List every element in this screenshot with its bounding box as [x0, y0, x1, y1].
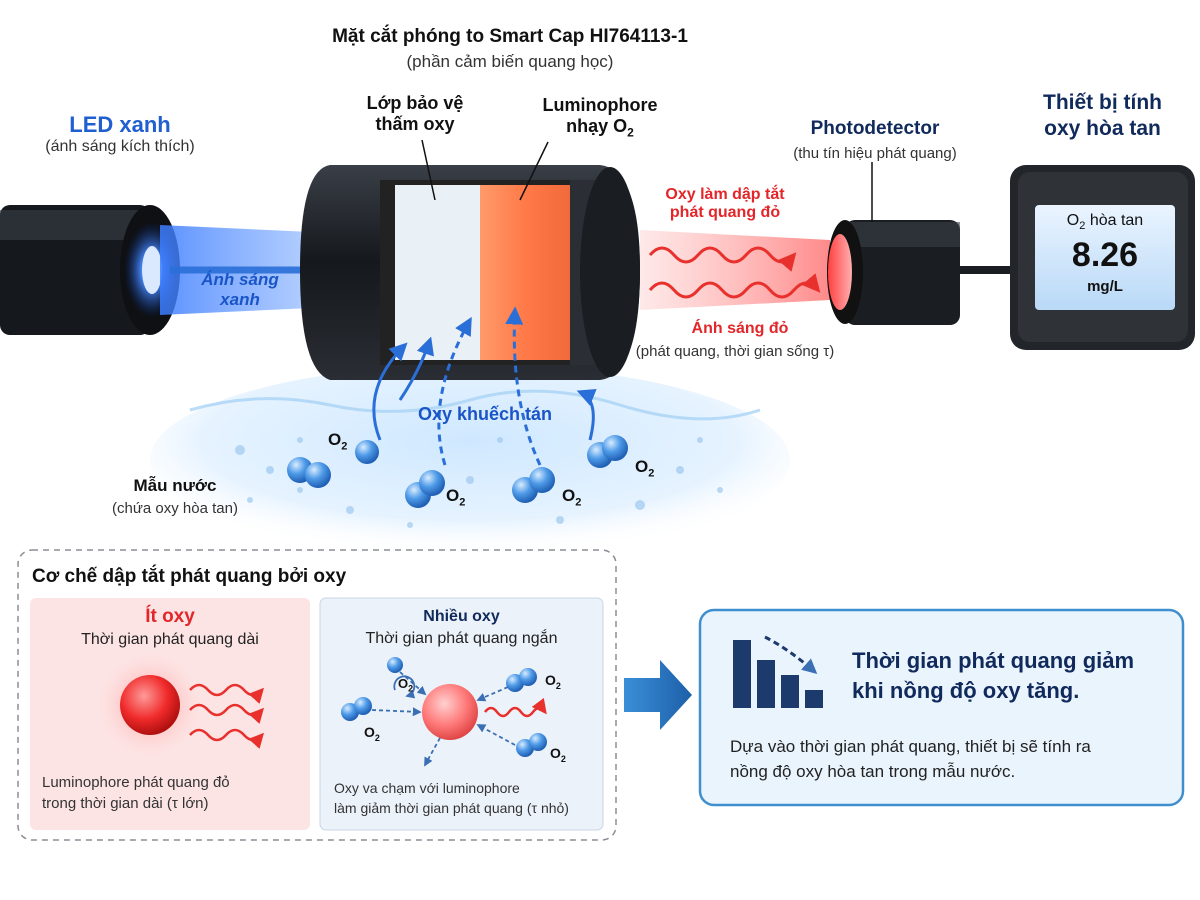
- device-line1: Thiết bị tính: [1043, 91, 1162, 114]
- o2-label-1: O2: [328, 430, 348, 453]
- diffusion-arrows: [372, 306, 597, 466]
- result-line2: khi nồng độ oxy tăng.: [852, 678, 1080, 703]
- sample-label: Mẫu nước: [133, 476, 217, 495]
- diagram-subtitle: (phần cảm biến quang học): [406, 52, 614, 71]
- o2-molecules: [287, 435, 628, 508]
- o2-label-3: O2: [562, 486, 582, 509]
- meter-label-prefix: O: [1066, 212, 1080, 229]
- photodetector-label: Photodetector: [810, 118, 940, 139]
- luminophore-line1: Luminophore: [542, 95, 658, 115]
- o2-high-label-4: O2: [550, 745, 566, 764]
- decreasing-bars-icon: [733, 640, 823, 708]
- water-bubbles: [235, 437, 723, 528]
- low-oxygen-desc1: Luminophore phát quang đỏ: [42, 774, 230, 791]
- luminophore-ball-high: [422, 684, 478, 740]
- low-oxygen-title: Ít oxy: [145, 606, 195, 627]
- meter-value: 8.26: [1071, 236, 1139, 274]
- mechanism-title: Cơ chế dập tắt phát quang bởi oxy: [32, 566, 347, 587]
- blue-light-line1: Ánh sáng: [201, 270, 279, 289]
- result-line1: Thời gian phát quang giảm: [852, 648, 1135, 673]
- o2-label-2: O2: [446, 486, 466, 509]
- high-oxygen-subtitle: Thời gian phát quang ngắn: [365, 630, 558, 647]
- smart-cap-crosssection: [300, 165, 640, 380]
- result-panel: [698, 608, 1185, 807]
- meter-label-index: 2: [1079, 220, 1086, 233]
- trend-down-icon: [764, 635, 818, 674]
- red-beam: [640, 230, 830, 310]
- photodetector: [827, 220, 1010, 325]
- result-arrow: [624, 660, 692, 730]
- o2-high-label-2: O2: [545, 672, 561, 691]
- result-desc2: nồng độ oxy hòa tan trong mẫu nước.: [730, 762, 1016, 781]
- luminophore-subscript: 2: [627, 125, 634, 140]
- oxygen-meter: [1010, 165, 1195, 350]
- low-oxygen-subtitle: Thời gian phát quang dài: [81, 631, 259, 648]
- diagram-title: Mặt cắt phóng to Smart Cap HI764113-1: [332, 26, 688, 47]
- water-sample: [150, 365, 790, 555]
- meter-unit: mg/L: [1087, 278, 1123, 295]
- device-line2: oxy hòa tan: [1044, 117, 1161, 140]
- o2-label-4: O2: [635, 457, 655, 480]
- o2-high-label-1: O2: [398, 676, 414, 694]
- protect-layer-line1: Lớp bảo vệ: [366, 93, 464, 113]
- meter-label-suffix: hòa tan: [1085, 212, 1144, 229]
- luminophore-line2: nhạy O: [566, 116, 628, 136]
- led-label: LED xanh: [69, 112, 171, 137]
- blue-light-line2: xanh: [220, 290, 260, 309]
- result-desc1: Dựa vào thời gian phát quang, thiết bị s…: [730, 737, 1091, 756]
- led-emitter: [0, 205, 180, 335]
- quench-line1: Oxy làm dập tắt: [665, 186, 785, 203]
- o2-high-label-3: O2: [364, 724, 380, 743]
- luminophore-layer: [480, 185, 570, 360]
- luminophore-ball-low: [120, 675, 180, 735]
- photodetector-sublabel: (thu tín hiệu phát quang): [793, 145, 957, 162]
- red-light-label: Ánh sáng đỏ: [691, 320, 789, 337]
- quench-line2: phát quang đỏ: [669, 204, 781, 221]
- low-oxygen-desc2: trong thời gian dài (τ lớn): [42, 795, 209, 812]
- diffusion-label: Oxy khuếch tán: [417, 404, 553, 424]
- protect-layer-line2: thấm oxy: [375, 114, 455, 134]
- high-oxygen-desc2: làm giảm thời gian phát quang (τ nhỏ): [334, 800, 569, 816]
- red-light-sublabel: (phát quang, thời gian sống τ): [635, 343, 835, 360]
- sample-sublabel: (chứa oxy hòa tan): [112, 500, 238, 517]
- high-oxygen-desc1: Oxy va chạm với luminophore: [334, 780, 520, 796]
- high-oxygen-title: Nhiều oxy: [423, 608, 500, 625]
- led-sublabel: (ánh sáng kích thích): [45, 138, 195, 155]
